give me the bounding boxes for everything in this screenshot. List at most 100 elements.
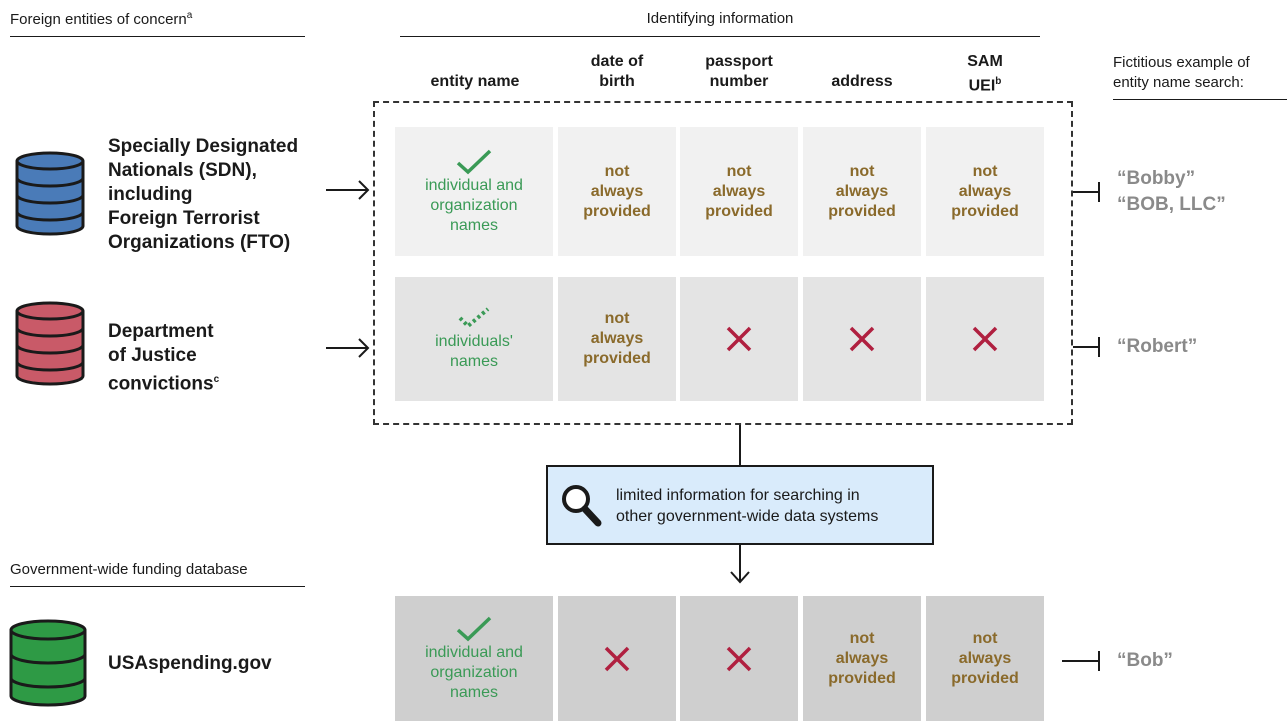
- red-x-icon: [604, 646, 630, 671]
- usaspending-database-icon: [9, 619, 87, 707]
- sdn-arrow-head: [358, 180, 370, 200]
- cell-text: not: [972, 629, 998, 647]
- cell-text: always: [712, 182, 766, 200]
- sdn-address-cell: not always provided: [803, 127, 921, 256]
- fictitious-line-2: entity name search:: [1113, 74, 1244, 91]
- usa-passport-cell: [680, 596, 798, 721]
- doj-database-icon: [15, 301, 85, 386]
- cell-text: always: [835, 649, 889, 667]
- funding-db-header: Government-wide funding database: [10, 561, 248, 578]
- sdn-line-1: Specially Designated: [108, 136, 299, 157]
- sdn-passport-cell: not always provided: [680, 127, 798, 256]
- col-passport-number: passport number: [680, 52, 798, 92]
- cell-text: individual and: [425, 643, 523, 661]
- doj-label: Department of Justice convictionsc: [108, 320, 219, 396]
- foreign-entities-text: Foreign entities of concern: [10, 11, 187, 28]
- foreign-entities-header: Foreign entities of concerna: [10, 10, 192, 28]
- dashed-box: [373, 101, 1073, 425]
- footnote-b: b: [995, 76, 1002, 87]
- sdn-entity-name-cell: individual and organization names: [395, 127, 553, 256]
- sdn-line-2: Nationals (SDN),: [108, 160, 257, 181]
- dotted-check-icon: [458, 307, 490, 329]
- cell-text: provided: [828, 202, 896, 220]
- funding-db-rule: [10, 586, 305, 587]
- cell-text: individuals': [435, 333, 513, 350]
- col-passport-line1: passport: [705, 53, 773, 70]
- cell-text: always: [590, 182, 644, 200]
- doj-line-2: of Justice: [108, 345, 197, 366]
- usa-sam-uei-cell: not always provided: [926, 596, 1044, 721]
- fictitious-example-header: Fictitious example of entity name search…: [1113, 53, 1250, 93]
- search-info-line-1: limited information for searching in: [616, 487, 860, 504]
- usaspending-label: USAspending.gov: [108, 653, 272, 674]
- red-x-icon: [849, 326, 875, 352]
- sdn-line-3: including: [108, 184, 193, 205]
- cell-text: provided: [583, 202, 651, 220]
- cell-text: not: [849, 162, 875, 180]
- cell-text: not: [604, 310, 630, 327]
- cell-text: always: [958, 182, 1012, 200]
- cell-text: names: [449, 683, 499, 701]
- cell-text: names: [449, 216, 499, 234]
- footnote-c: c: [213, 374, 220, 385]
- sdn-database-icon: [15, 151, 85, 236]
- cell-text: organization: [430, 196, 518, 214]
- doj-line-3: convictionsc: [108, 368, 219, 396]
- col-sam-line2: UEIb: [926, 72, 1044, 96]
- example-bob: “Bob”: [1117, 650, 1173, 671]
- doj-dob-cell: not always provided: [558, 277, 676, 401]
- search-info-text: limited information for searching in oth…: [616, 485, 878, 527]
- example-robert: “Robert”: [1117, 336, 1198, 357]
- doj-line-3-text: convictions: [108, 373, 214, 395]
- doj-passport-cell: [680, 277, 798, 401]
- cell-text: organization: [430, 663, 518, 681]
- identifying-info-rule: [400, 36, 1040, 37]
- cell-text: provided: [951, 669, 1019, 687]
- col-sam-uei: SAM UEIb: [926, 52, 1044, 96]
- cell-text: provided: [828, 669, 896, 687]
- usa-dob-cell: [558, 596, 676, 721]
- foreign-entities-rule: [10, 36, 305, 37]
- cell-text: individual and: [425, 176, 523, 194]
- cell-text: always: [590, 330, 644, 347]
- cell-text: not: [849, 629, 875, 647]
- red-x-icon: [726, 646, 752, 671]
- col-date-of-birth: date of birth: [558, 52, 676, 92]
- doj-sam-uei-cell: [926, 277, 1044, 401]
- cell-text: not: [604, 162, 630, 180]
- green-check-icon: [456, 149, 492, 174]
- fictitious-line-1: Fictitious example of: [1113, 54, 1250, 71]
- col-passport-line2: number: [709, 73, 769, 90]
- sdn-sam-uei-cell: not always provided: [926, 127, 1044, 256]
- col-dob-line2: birth: [599, 73, 635, 90]
- sdn-label: Specially Designated Nationals (SDN), in…: [108, 135, 298, 255]
- search-info-line-2: other government-wide data systems: [616, 508, 879, 525]
- cell-text: always: [958, 649, 1012, 667]
- doj-address-cell: [803, 277, 921, 401]
- green-check-icon: [456, 616, 492, 641]
- red-x-icon: [972, 326, 998, 352]
- col-dob-line1: date of: [590, 53, 644, 70]
- sdn-line-5: Organizations (FTO): [108, 232, 291, 253]
- magnifier-icon: [562, 485, 602, 527]
- sdn-dob-cell: not always provided: [558, 127, 676, 256]
- cell-text: names: [449, 353, 499, 370]
- fictitious-rule: [1113, 99, 1287, 100]
- sdn-line-4: Foreign Terrorist: [108, 208, 260, 229]
- col-sam-line1: SAM: [967, 53, 1003, 70]
- doj-line-1: Department: [108, 321, 214, 342]
- red-x-icon: [726, 326, 752, 352]
- cell-text: always: [835, 182, 889, 200]
- doj-entity-name-cell: individuals' names: [395, 277, 553, 401]
- cell-text: not: [972, 162, 998, 180]
- col-sam-text: UEI: [968, 77, 996, 95]
- footnote-a: a: [186, 10, 193, 21]
- cell-text: provided: [583, 350, 651, 367]
- identifying-info-header: Identifying information: [646, 10, 794, 27]
- cell-text: not: [726, 162, 752, 180]
- col-address: address: [831, 73, 893, 90]
- doj-arrow-head: [358, 338, 370, 358]
- usa-entity-name-cell: individual and organization names: [395, 596, 553, 721]
- col-entity-name: entity name: [430, 73, 520, 90]
